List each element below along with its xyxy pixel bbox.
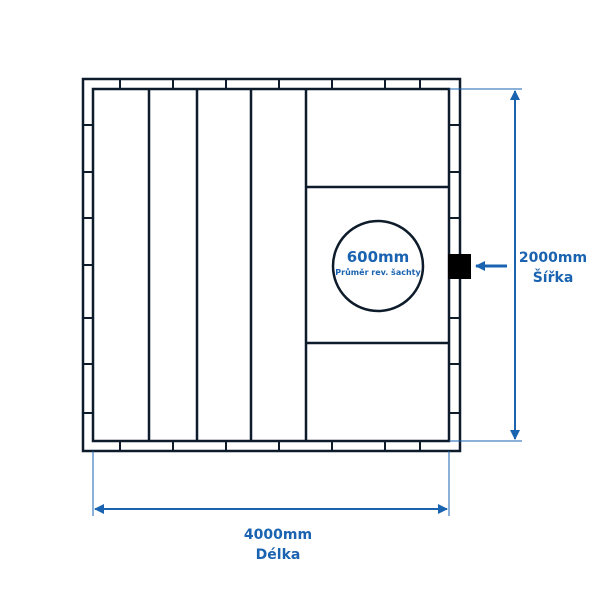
perimeter-ticks <box>83 79 460 451</box>
inspection-opening-circle <box>331 219 425 313</box>
width-value-label: 2000mm <box>519 250 587 266</box>
width-name-label: Šířka <box>533 268 574 286</box>
length-name-label: Délka <box>256 547 301 563</box>
length-dimension <box>92 451 450 516</box>
width-dimension <box>449 88 522 442</box>
access-block <box>448 254 471 279</box>
inspection-diameter-label: 600mm <box>347 248 410 266</box>
inspection-caption: Průměr rev. šachty <box>335 267 421 277</box>
board-lines <box>147 89 308 441</box>
length-value-label: 4000mm <box>244 527 312 543</box>
